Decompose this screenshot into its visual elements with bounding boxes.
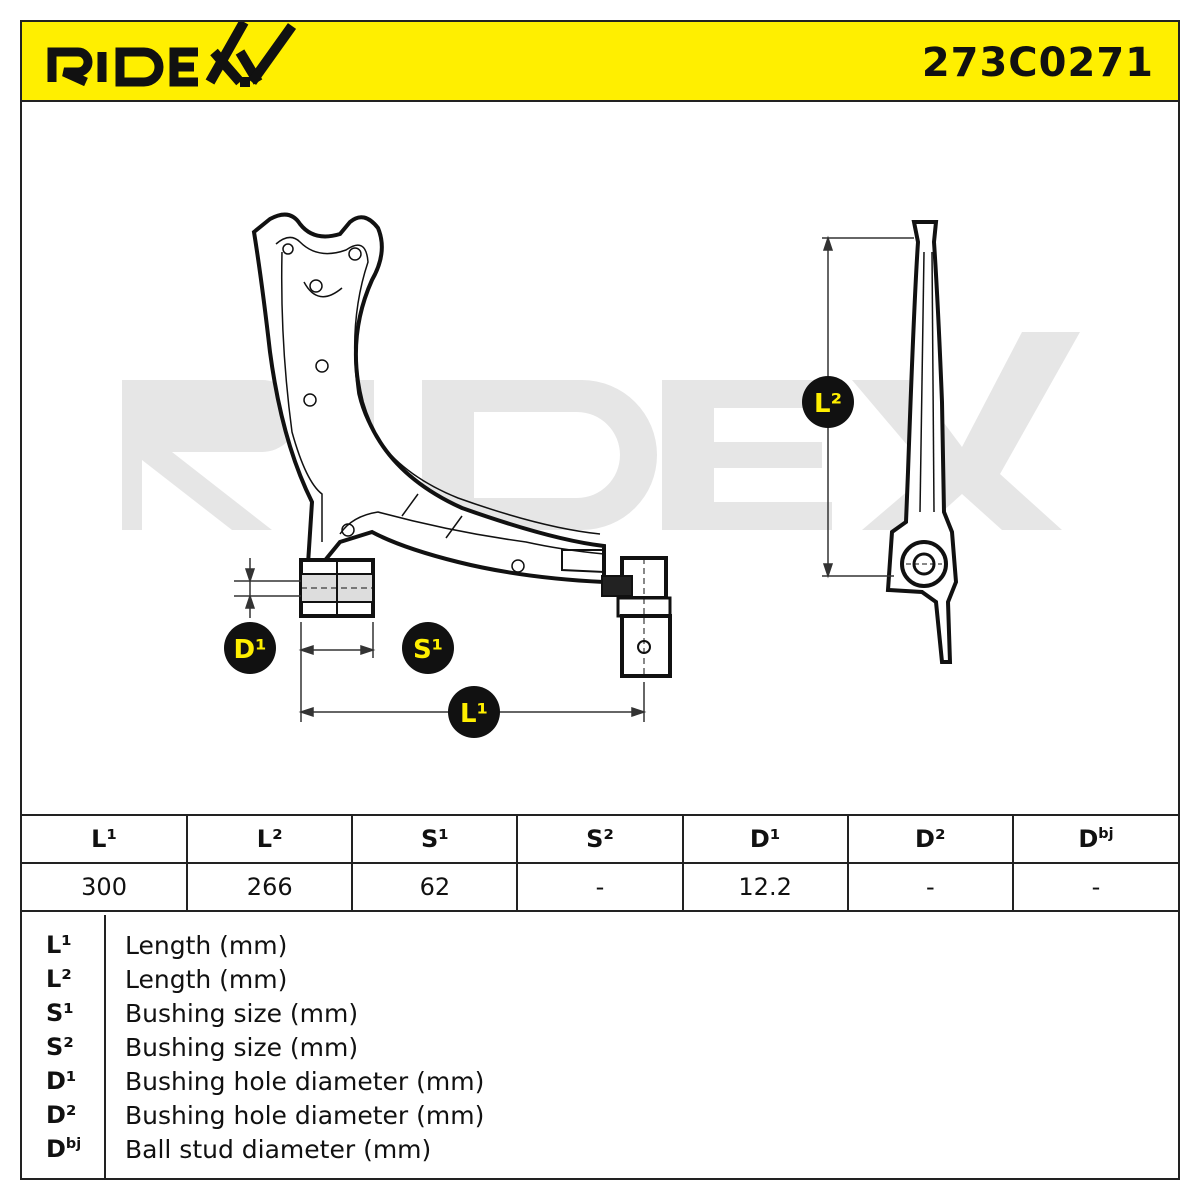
technical-drawing: D¹ S¹ L¹ L² bbox=[122, 212, 1080, 738]
control-arm-side-view bbox=[885, 220, 959, 664]
svg-text:D¹: D¹ bbox=[234, 635, 267, 665]
dimension-badge-l2: L² bbox=[802, 376, 854, 428]
spec-table: L¹ L² S¹ S² D¹ D² Dbj 300 266 62 - 12.2 … bbox=[22, 814, 1178, 912]
header-bar: 273C0271 bbox=[22, 22, 1178, 102]
legend-symbol: S¹ bbox=[46, 999, 74, 1027]
legend-row: L² Length (mm) bbox=[22, 965, 1178, 999]
value-d2: - bbox=[846, 862, 1014, 912]
legend-symbol: S² bbox=[46, 1033, 74, 1061]
legend-row: L¹ Length (mm) bbox=[22, 931, 1178, 965]
value-dbj: - bbox=[1011, 862, 1178, 912]
legend-description: Bushing size (mm) bbox=[125, 1033, 359, 1062]
svg-text:L¹: L¹ bbox=[460, 699, 488, 729]
header-dbj: Dbj bbox=[1011, 814, 1178, 864]
legend-symbol: L² bbox=[46, 965, 72, 993]
legend-row: D¹ Bushing hole diameter (mm) bbox=[22, 1067, 1178, 1101]
legend-description: Length (mm) bbox=[125, 965, 288, 994]
part-number: 273C0271 bbox=[921, 40, 1154, 86]
legend-row: S² Bushing size (mm) bbox=[22, 1033, 1178, 1067]
bushing-right bbox=[601, 556, 672, 678]
value-d1: 12.2 bbox=[681, 862, 849, 912]
control-arm-front-view bbox=[251, 212, 606, 585]
legend-row: S¹ Bushing size (mm) bbox=[22, 999, 1178, 1033]
svg-text:S¹: S¹ bbox=[413, 635, 443, 665]
header-s1: S¹ bbox=[351, 814, 519, 864]
legend-description: Bushing hole diameter (mm) bbox=[125, 1067, 485, 1096]
legend: L¹ Length (mm) L² Length (mm) S¹ Bushing… bbox=[22, 915, 1178, 1180]
legend-row: D² Bushing hole diameter (mm) bbox=[22, 1101, 1178, 1135]
dimension-badge-s1: S¹ bbox=[402, 622, 454, 674]
value-s1: 62 bbox=[351, 862, 519, 912]
spec-table-value-row: 300 266 62 - 12.2 - - bbox=[22, 862, 1178, 912]
svg-text:L²: L² bbox=[814, 389, 842, 419]
legend-description: Length (mm) bbox=[125, 931, 288, 960]
legend-row: Dbj Ball stud diameter (mm) bbox=[22, 1135, 1178, 1169]
legend-divider bbox=[104, 915, 106, 1180]
value-s2: - bbox=[516, 862, 684, 912]
header-d1: D¹ bbox=[681, 814, 849, 864]
legend-description: Ball stud diameter (mm) bbox=[125, 1135, 432, 1164]
header-s2: S² bbox=[516, 814, 684, 864]
dimension-badge-d1: D¹ bbox=[224, 622, 276, 674]
header-l2: L² bbox=[186, 814, 354, 864]
legend-symbol: D¹ bbox=[46, 1067, 77, 1095]
dimension-badge-l1: L¹ bbox=[448, 686, 500, 738]
spec-table-header-row: L¹ L² S¹ S² D¹ D² Dbj bbox=[22, 814, 1178, 864]
legend-description: Bushing hole diameter (mm) bbox=[125, 1101, 485, 1130]
value-l2: 266 bbox=[186, 862, 354, 912]
legend-symbol: D² bbox=[46, 1101, 77, 1129]
value-l1: 300 bbox=[22, 862, 189, 912]
header-d2: D² bbox=[846, 814, 1014, 864]
legend-symbol: Dbj bbox=[46, 1135, 82, 1163]
product-sheet: 273C0271 bbox=[20, 20, 1180, 1180]
legend-description: Bushing size (mm) bbox=[125, 999, 359, 1028]
legend-symbol: L¹ bbox=[46, 931, 72, 959]
bushing-left bbox=[299, 558, 375, 618]
ridex-logo bbox=[47, 22, 297, 87]
header-l1: L¹ bbox=[22, 814, 189, 864]
